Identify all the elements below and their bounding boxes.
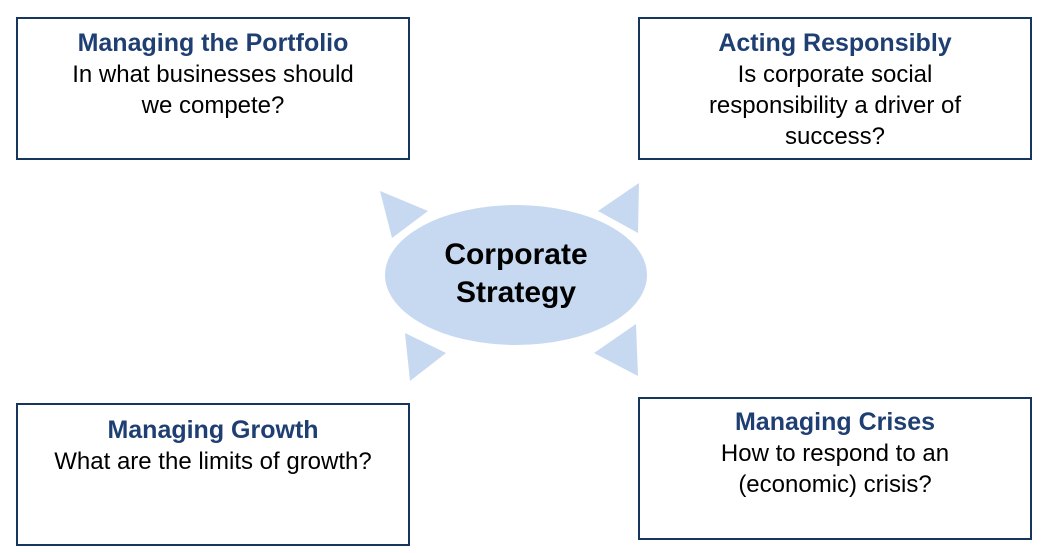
box-managing-portfolio: Managing the Portfolio In what businesse… bbox=[16, 17, 410, 160]
box-title: Managing the Portfolio bbox=[77, 29, 349, 57]
box-text: What are the limits of growth? bbox=[54, 448, 372, 475]
arrow-to-portfolio bbox=[380, 191, 428, 238]
box-text: In what businesses should we compete? bbox=[72, 61, 354, 119]
box-managing-crises: Managing Crises How to respond to an (ec… bbox=[638, 397, 1032, 540]
box-text: How to respond to an (economic) crisis? bbox=[720, 440, 950, 498]
box-managing-growth: Managing Growth What are the limits of g… bbox=[16, 403, 410, 546]
box-title: Managing Crises bbox=[734, 408, 936, 436]
arrow-to-crises bbox=[594, 324, 638, 376]
box-title: Acting Responsibly bbox=[718, 29, 952, 57]
arrow-to-responsible bbox=[598, 183, 639, 233]
box-title: Managing Growth bbox=[107, 416, 319, 444]
box-acting-responsibly: Acting Responsibly Is corporate social r… bbox=[638, 17, 1032, 160]
center-label: Corporate Strategy bbox=[444, 238, 588, 309]
box-text: Is corporate social responsibility a dri… bbox=[708, 61, 962, 150]
arrow-to-growth bbox=[405, 333, 446, 381]
center-ellipse bbox=[385, 205, 647, 345]
